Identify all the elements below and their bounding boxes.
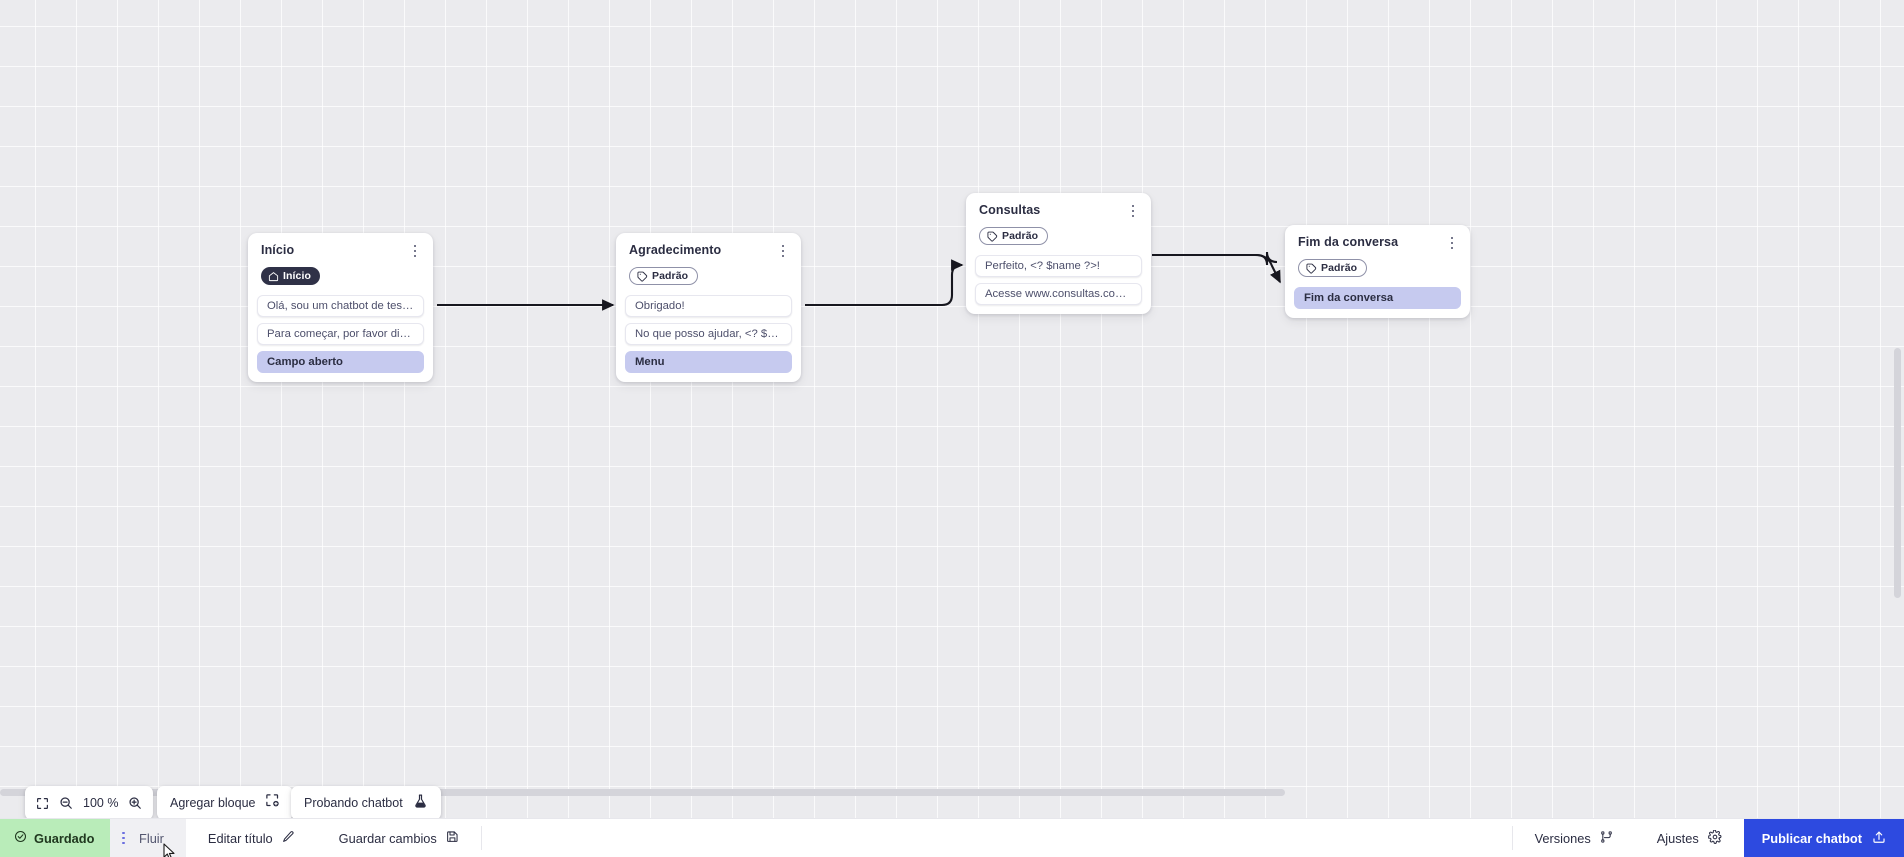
connector-agradecimento-consultas bbox=[805, 259, 964, 307]
node-row-text: Olá, sou um chatbot de teste! bbox=[267, 299, 414, 312]
flow-tab[interactable]: Fluir bbox=[110, 819, 186, 857]
node-row-text: Obrigado! bbox=[635, 299, 685, 312]
check-circle-icon bbox=[14, 830, 27, 846]
fit-screen-icon[interactable] bbox=[36, 797, 49, 810]
add-block-label: Agregar bloque bbox=[170, 796, 256, 810]
node-row-text: Acesse www.consultas.com par... bbox=[985, 287, 1132, 300]
home-icon bbox=[268, 271, 279, 281]
gear-icon bbox=[1707, 829, 1722, 847]
save-changes-button[interactable]: Guardar cambios bbox=[317, 819, 481, 857]
test-chatbot-label: Probando chatbot bbox=[304, 796, 403, 810]
branch-icon bbox=[1600, 830, 1613, 847]
node-title: Agradecimento bbox=[629, 243, 722, 257]
tag-icon bbox=[1306, 263, 1317, 274]
horizontal-scrollbar[interactable] bbox=[0, 789, 1285, 796]
save-changes-label: Guardar cambios bbox=[338, 830, 437, 846]
divider bbox=[480, 826, 482, 850]
add-block-icon bbox=[265, 793, 280, 813]
test-chatbot-button[interactable]: Probando chatbot bbox=[291, 786, 441, 820]
node-row[interactable]: Obrigado! bbox=[625, 294, 792, 317]
node-badge-label: Padrão bbox=[1002, 230, 1039, 242]
connector-layer bbox=[437, 251, 1281, 311]
node-badge-default[interactable]: Padrão bbox=[629, 267, 699, 285]
publish-chatbot-button[interactable]: Publicar chatbot bbox=[1743, 819, 1904, 857]
node-title: Consultas bbox=[979, 203, 1041, 217]
node-rows: Perfeito, <? $name ?>! Acesse www.consul… bbox=[975, 254, 1142, 305]
node-row[interactable]: Olá, sou um chatbot de teste! bbox=[257, 294, 424, 317]
node-title: Fim da conversa bbox=[1298, 235, 1399, 249]
node-badge-label: Padrão bbox=[652, 270, 689, 282]
node-menu-icon[interactable] bbox=[776, 242, 790, 260]
tag-icon bbox=[637, 271, 648, 282]
node-rows: Obrigado! No que posso ajudar, <? $name … bbox=[625, 294, 792, 373]
flow-node-inicio[interactable]: Início Início Olá, sou um chatbot de tes… bbox=[248, 233, 433, 382]
node-header: Agradecimento bbox=[625, 242, 792, 260]
node-menu-icon[interactable] bbox=[408, 242, 422, 260]
saved-status-badge: Guardado bbox=[0, 819, 111, 857]
flow-tab-label: Fluir bbox=[139, 830, 164, 846]
edit-title-button[interactable]: Editar título bbox=[186, 819, 317, 857]
node-rows: Olá, sou um chatbot de teste! Para começ… bbox=[257, 294, 424, 373]
node-menu-icon[interactable] bbox=[1126, 202, 1140, 220]
add-block-button[interactable]: Agregar bloque bbox=[157, 786, 294, 820]
node-title: Início bbox=[261, 243, 295, 257]
flask-icon bbox=[413, 793, 428, 814]
flow-canvas[interactable]: Início Início Olá, sou um chatbot de tes… bbox=[0, 0, 1904, 818]
node-row-accent[interactable]: Campo aberto bbox=[257, 350, 424, 373]
node-badge-start[interactable]: Início bbox=[261, 267, 321, 285]
node-rows: Fim da conversa bbox=[1294, 286, 1461, 309]
node-row-text: Menu bbox=[635, 355, 665, 368]
node-row-text: Para começar, por favor digite o ... bbox=[267, 327, 414, 340]
publish-label: Publicar chatbot bbox=[1761, 830, 1862, 846]
node-row-text: Perfeito, <? $name ?>! bbox=[985, 259, 1100, 272]
node-row-accent[interactable]: Menu bbox=[625, 350, 792, 373]
node-row[interactable]: No que posso ajudar, <? $name ... bbox=[625, 322, 792, 345]
flow-node-fim-da-conversa[interactable]: Fim da conversa Padrão Fim da conversa bbox=[1285, 225, 1470, 318]
node-row[interactable]: Acesse www.consultas.com par... bbox=[975, 282, 1142, 305]
versions-button[interactable]: Versiones bbox=[1513, 819, 1635, 857]
node-header: Fim da conversa bbox=[1294, 234, 1461, 252]
zoom-toolbar: 100 % bbox=[25, 786, 154, 820]
node-menu-icon[interactable] bbox=[1445, 234, 1459, 252]
flow-node-consultas[interactable]: Consultas Padrão Perfeito, <? $name ?>! … bbox=[966, 193, 1151, 314]
floppy-icon bbox=[446, 830, 459, 846]
divider bbox=[1511, 826, 1513, 850]
node-row[interactable]: Para começar, por favor digite o ... bbox=[257, 322, 424, 345]
vertical-scrollbar[interactable] bbox=[1894, 348, 1901, 598]
node-row-text: No que posso ajudar, <? $name ... bbox=[635, 327, 782, 340]
settings-button[interactable]: Ajustes bbox=[1635, 819, 1744, 857]
bottom-bar-right: Versiones Ajustes bbox=[1511, 819, 1904, 857]
bottom-status-bar: Guardado Fluir Editar título Guardar cam… bbox=[0, 818, 1904, 857]
connector-consultas-fim-tail bbox=[1152, 253, 1281, 284]
node-badge-default[interactable]: Padrão bbox=[1298, 259, 1368, 277]
node-badge-default[interactable]: Padrão bbox=[979, 227, 1049, 245]
node-header: Consultas bbox=[975, 202, 1142, 220]
node-row-accent[interactable]: Fim da conversa bbox=[1294, 286, 1461, 309]
zoom-out-icon[interactable] bbox=[59, 796, 73, 810]
node-row-text: Fim da conversa bbox=[1304, 291, 1394, 304]
tag-icon bbox=[987, 231, 998, 242]
node-badge-label: Padrão bbox=[1321, 262, 1358, 274]
pencil-icon bbox=[282, 830, 295, 846]
node-row-text: Campo aberto bbox=[267, 355, 343, 368]
connector-consultas-fim bbox=[1152, 251, 1278, 266]
node-badge-label: Início bbox=[283, 270, 312, 282]
mouse-cursor bbox=[163, 843, 175, 857]
kebab-icon[interactable] bbox=[122, 831, 126, 845]
edit-title-label: Editar título bbox=[207, 830, 273, 846]
versions-label: Versiones bbox=[1534, 830, 1591, 846]
node-row[interactable]: Perfeito, <? $name ?>! bbox=[975, 254, 1142, 277]
upload-icon bbox=[1872, 830, 1886, 847]
node-header: Início bbox=[257, 242, 424, 260]
flow-node-agradecimento[interactable]: Agradecimento Padrão Obrigado! No que po… bbox=[616, 233, 801, 382]
settings-label: Ajustes bbox=[1656, 830, 1699, 846]
node-badges: Padrão bbox=[625, 260, 792, 287]
zoom-in-icon[interactable] bbox=[128, 796, 142, 810]
node-badges: Início bbox=[257, 260, 424, 287]
saved-label: Guardado bbox=[34, 830, 95, 846]
node-badges: Padrão bbox=[1294, 252, 1461, 279]
node-badges: Padrão bbox=[975, 220, 1142, 247]
zoom-level-label: 100 % bbox=[83, 796, 119, 810]
